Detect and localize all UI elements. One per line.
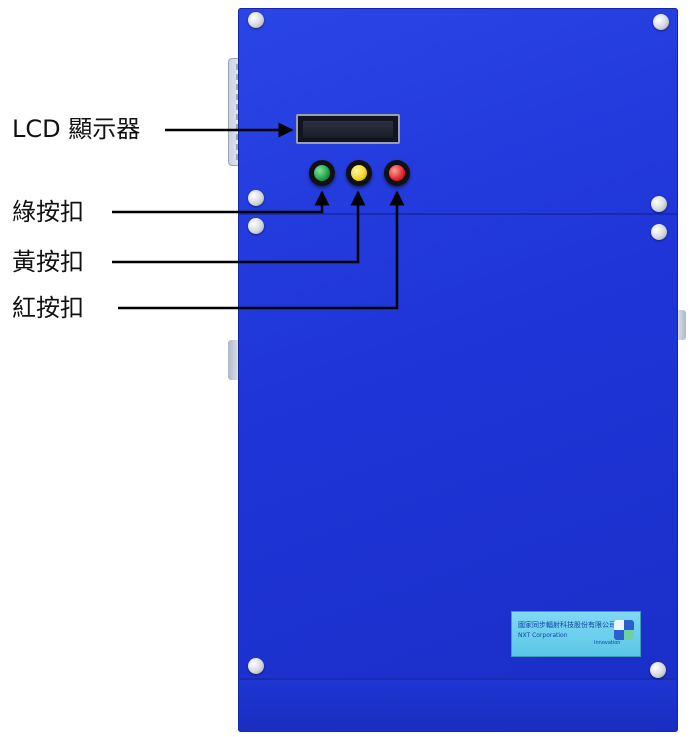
screw-icon xyxy=(651,196,667,212)
screw-icon xyxy=(248,658,264,674)
yellow-button-label: 黃按扣 xyxy=(12,248,84,276)
yellow-callout-arrow xyxy=(112,190,366,264)
nameplate-company-en: NXT Corporation xyxy=(518,632,568,639)
screw-icon xyxy=(650,662,666,678)
yellow-button-cap xyxy=(351,165,367,181)
company-logo-icon xyxy=(614,620,634,640)
screw-icon xyxy=(653,14,669,30)
nameplate-sub: Innovation xyxy=(594,640,621,646)
screw-icon xyxy=(651,224,667,240)
door-seam-upper xyxy=(238,213,678,215)
side-latch-left xyxy=(228,340,240,380)
cabinet-base-panel xyxy=(240,680,676,730)
side-latch-right xyxy=(676,310,686,340)
green-push-button[interactable] xyxy=(309,160,335,186)
screw-icon xyxy=(248,190,264,206)
door-seam-lower xyxy=(238,678,678,680)
lcd-glass xyxy=(303,121,393,137)
green-button-label: 綠按扣 xyxy=(12,198,84,226)
red-callout-arrow xyxy=(118,190,405,310)
red-button-cap xyxy=(389,165,405,181)
yellow-push-button[interactable] xyxy=(346,160,372,186)
lcd-display-label: LCD 顯示器 xyxy=(12,115,141,143)
nameplate-company-zh: 國家同步輻射科技股份有限公司 xyxy=(518,621,616,629)
green-button-cap xyxy=(314,165,330,181)
screw-icon xyxy=(248,12,264,28)
company-nameplate: 國家同步輻射科技股份有限公司 NXT Corporation Innovatio… xyxy=(511,611,641,657)
screw-icon xyxy=(248,218,264,234)
red-push-button[interactable] xyxy=(384,160,410,186)
red-button-label: 紅按扣 xyxy=(12,294,84,322)
lcd-display xyxy=(296,114,400,144)
green-callout-arrow xyxy=(112,190,330,214)
